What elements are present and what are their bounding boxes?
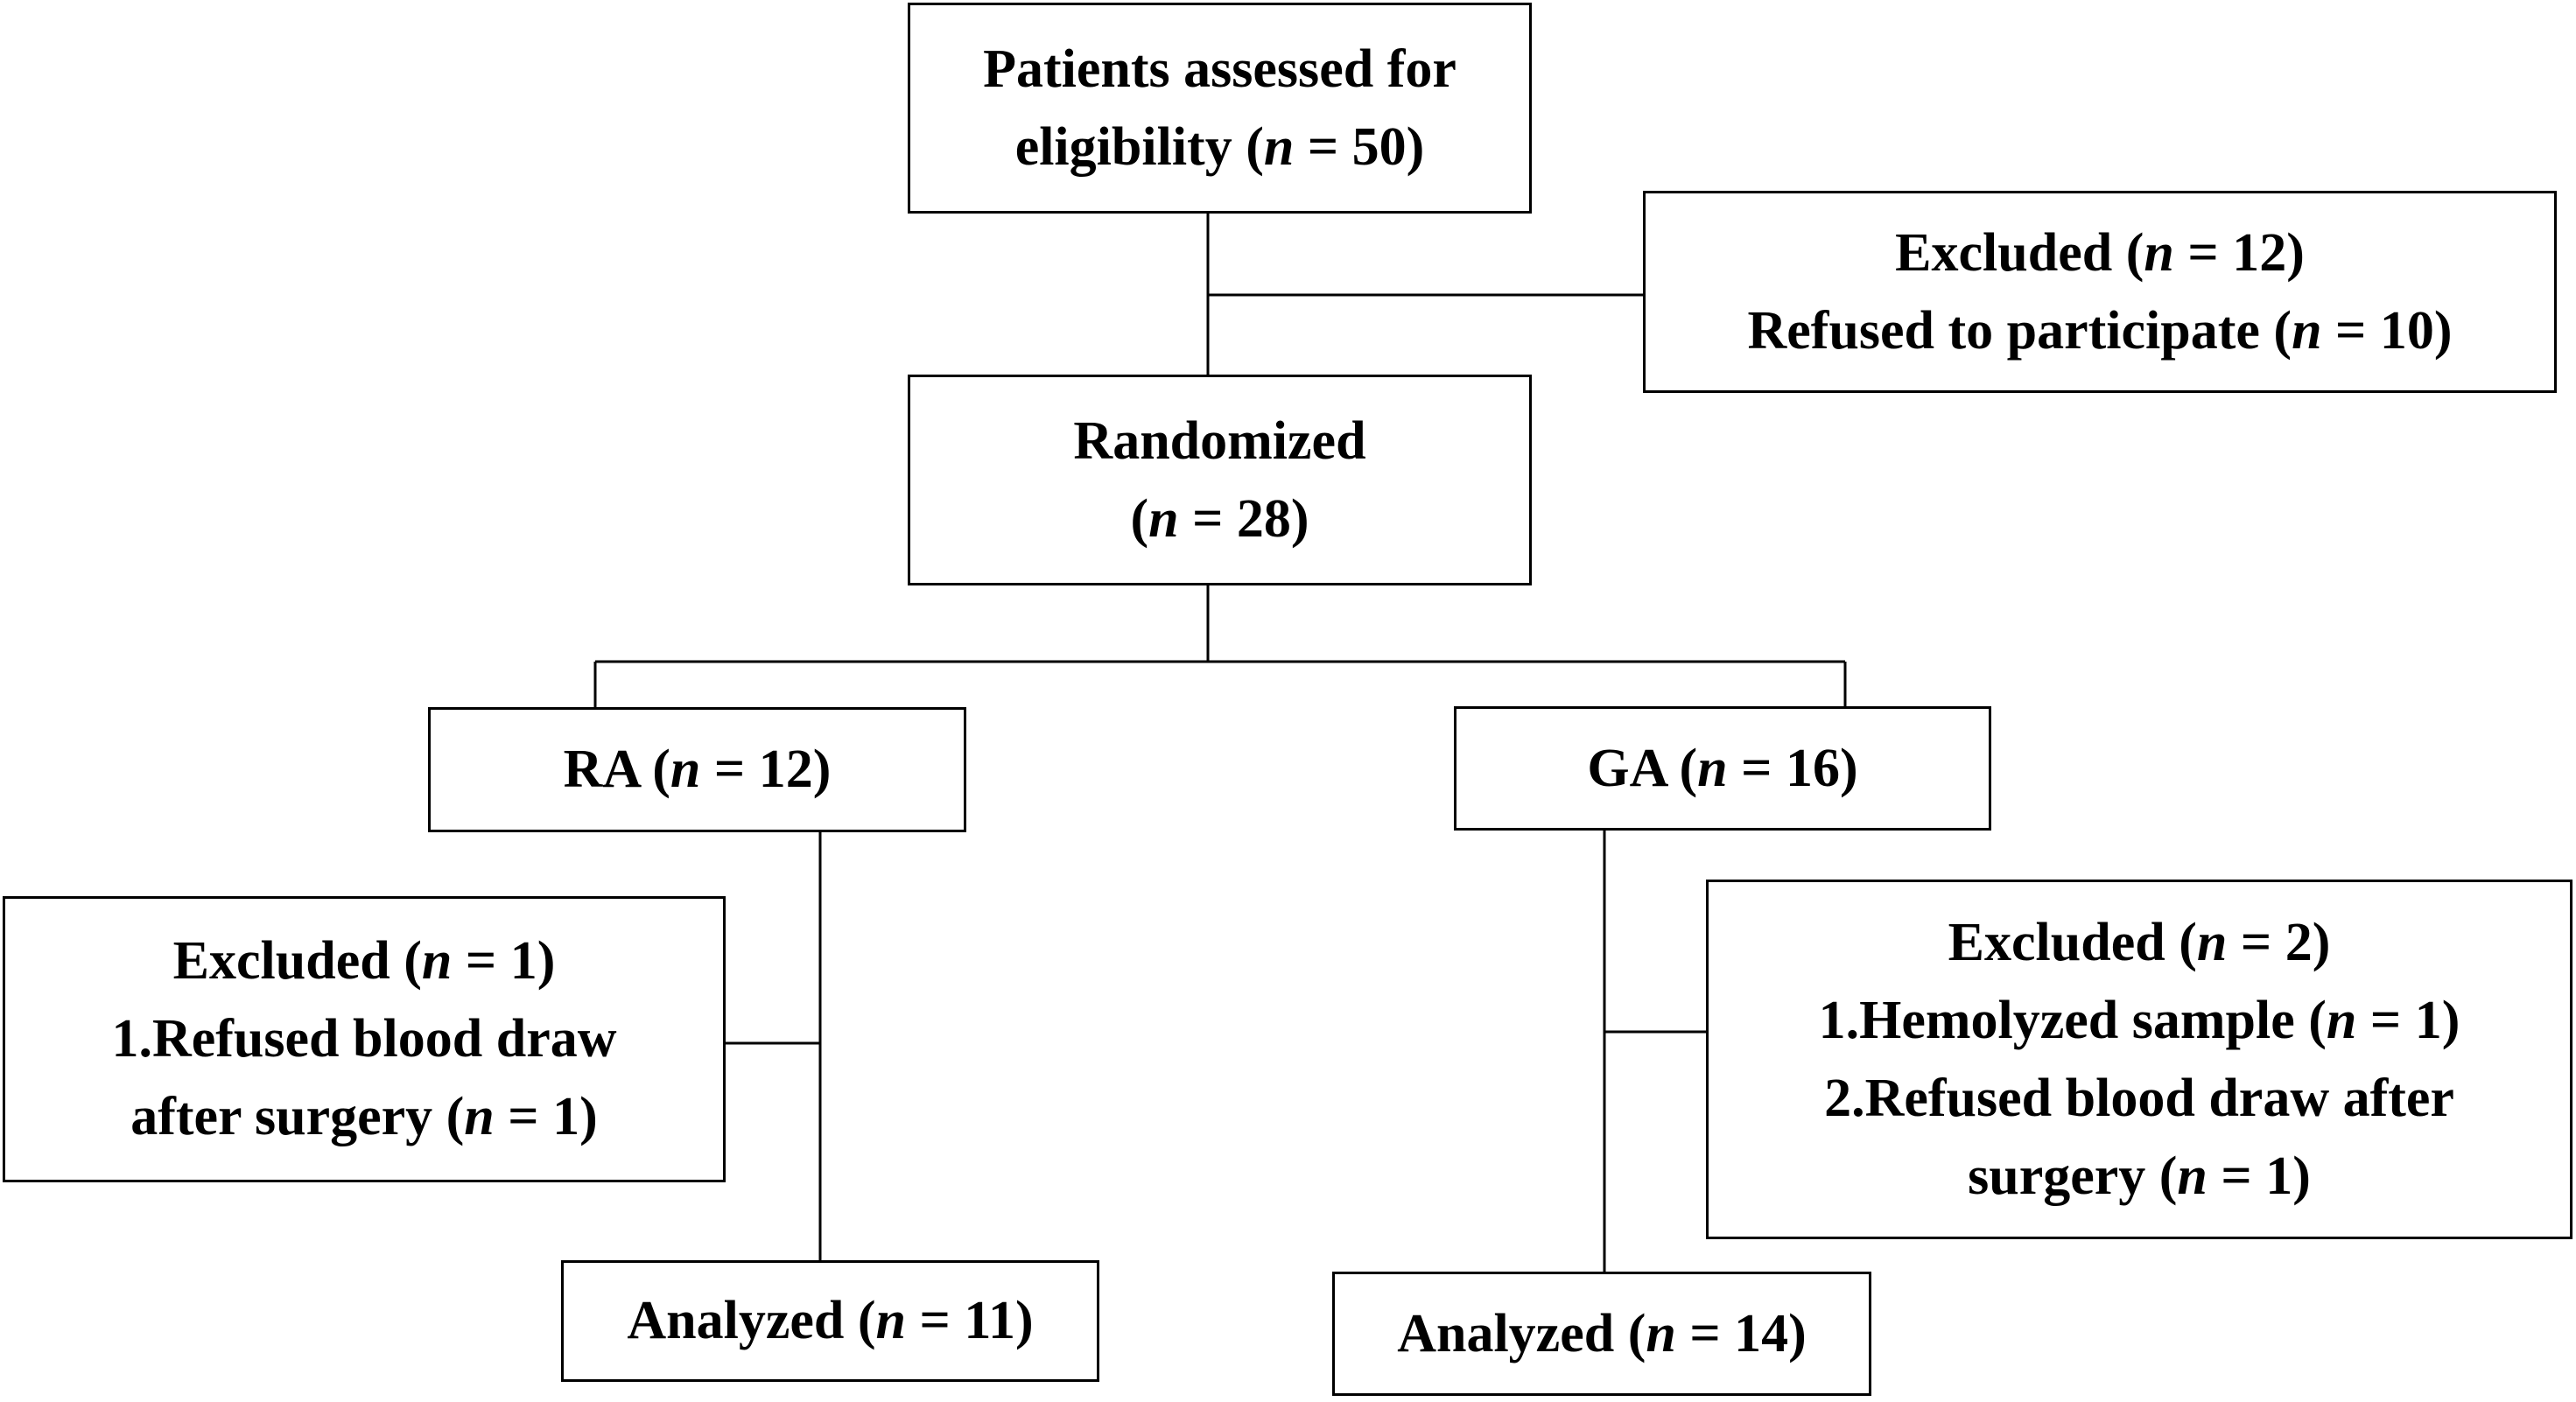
- assessed-line-2: eligibility (n = 50): [1014, 116, 1425, 177]
- excluded-ga-line-2: 1.Hemolyzed sample (n = 1): [1818, 990, 2460, 1050]
- excluded-ga-line-3: 2.Refused blood draw after: [1824, 1068, 2454, 1128]
- excluded-ga-box: Excluded (n = 2) 1.Hemolyzed sample (n =…: [1706, 880, 2572, 1239]
- analyzed-ga-box: Analyzed (n = 14): [1332, 1272, 1871, 1396]
- ra-arm-box: RA (n = 12): [428, 707, 966, 832]
- analyzed-ra-label: Analyzed (n = 11): [627, 1291, 1034, 1350]
- excluded-top-line-2: Refused to participate (n = 10): [1747, 300, 2453, 361]
- excluded-ra-line-1: Excluded (n = 1): [172, 931, 556, 991]
- excluded-ga-line-4: surgery (n = 1): [1968, 1146, 2311, 1206]
- assessed-line-1: Patients assessed for: [983, 39, 1456, 99]
- randomized-line-2: (n = 28): [1130, 488, 1309, 549]
- randomized-line-1: Randomized: [1073, 410, 1366, 471]
- excluded-top-box: Excluded (n = 12) Refused to participate…: [1643, 191, 2557, 393]
- ga-arm-label: GA (n = 16): [1587, 738, 1858, 798]
- assessed-box: Patients assessed for eligibility (n = 5…: [908, 3, 1532, 214]
- randomized-box: Randomized (n = 28): [908, 375, 1532, 585]
- ra-arm-label: RA (n = 12): [563, 740, 832, 799]
- excluded-ra-line-3: after surgery (n = 1): [130, 1087, 598, 1146]
- excluded-top-line-1: Excluded (n = 12): [1895, 222, 2305, 283]
- analyzed-ga-label: Analyzed (n = 14): [1397, 1303, 1807, 1363]
- excluded-ga-line-1: Excluded (n = 2): [1948, 912, 2331, 972]
- analyzed-ra-box: Analyzed (n = 11): [561, 1260, 1099, 1382]
- excluded-ra-box: Excluded (n = 1) 1.Refused blood draw af…: [3, 896, 726, 1182]
- ga-arm-box: GA (n = 16): [1454, 706, 1991, 831]
- excluded-ra-line-2: 1.Refused blood draw: [111, 1009, 617, 1069]
